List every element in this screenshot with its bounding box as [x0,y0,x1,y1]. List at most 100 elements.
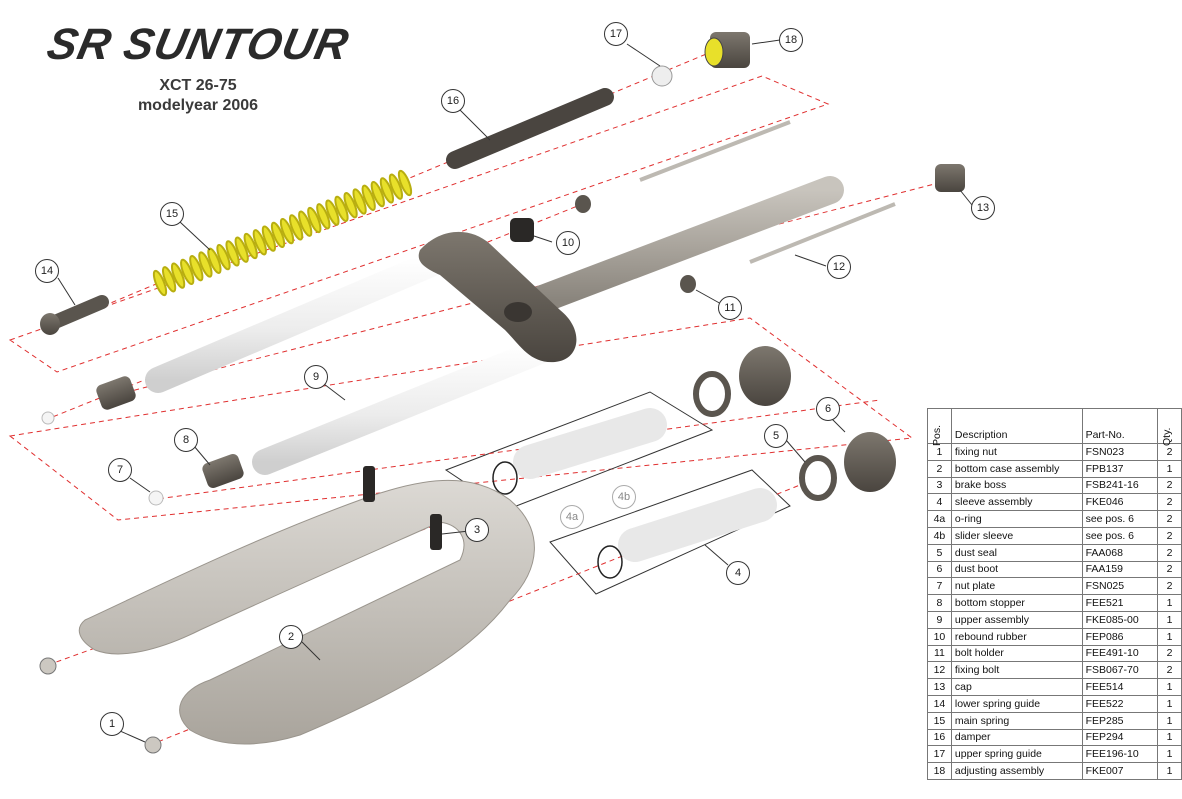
cell-qty: 1 [1157,610,1182,629]
rebound-rubber [510,218,534,242]
cell-part-no: see pos. 6 [1081,526,1159,545]
cell-description: upper assembly [950,610,1083,629]
cell-part-no: FKE085-00 [1081,610,1159,629]
cell-part-no: FEE522 [1081,694,1159,713]
cell-description: fixing nut [950,443,1083,461]
spring-coil [397,169,413,197]
cell-pos: 5 [927,543,952,562]
brand-logo-text: SR SUNTOUR [42,20,354,69]
cell-description: upper spring guide [950,745,1083,764]
dust-seal-upper [693,371,731,417]
spring-coil [388,173,404,200]
cell-qty: 2 [1157,560,1182,579]
cell-qty: 2 [1157,644,1182,663]
spring-coil [352,188,367,215]
callout-10: 10 [556,231,580,255]
spring-coil [334,195,349,223]
callout-2: 2 [279,625,303,649]
crown-bore [504,302,532,322]
spring-coil [243,232,258,260]
callout-9: 9 [304,365,328,389]
cell-qty: 1 [1157,762,1182,780]
cell-qty: 1 [1157,694,1182,713]
cell-qty: 1 [1157,678,1182,696]
cell-qty: 2 [1157,661,1182,680]
slider-sleeve-lower [618,488,777,562]
cell-qty: 2 [1157,476,1182,495]
fixing-nut-lower [144,736,162,754]
cell-description: slider sleeve [950,526,1083,545]
nut-plate-lower [148,490,164,506]
brake-boss-upper [363,466,375,502]
cell-part-no: FEE196-10 [1081,745,1159,764]
cell-part-no: FKE007 [1081,762,1159,780]
callout-15: 15 [160,202,184,226]
cell-pos: 7 [927,577,952,596]
spring-coil [361,184,376,211]
callout-11: 11 [718,296,742,320]
spring-coil [379,177,395,204]
cell-pos: 14 [927,694,952,713]
bottom-case [78,479,535,745]
callout-17: 17 [604,22,628,46]
cell-description: o-ring [950,510,1083,528]
spring-coil [198,251,213,278]
callout-14: 14 [35,259,59,283]
cell-description: bottom stopper [950,594,1083,612]
dust-boot-lower [844,432,896,492]
model-name: XCT 26-75 [159,77,237,94]
cell-pos: 1 [927,443,952,461]
cell-qty: 2 [1157,577,1182,596]
spring-coil [288,214,304,241]
spring-coil [307,206,322,234]
adjusting-assembly [704,32,750,68]
cell-pos: 8 [927,594,952,612]
callout-1: 1 [100,712,124,736]
cell-description: lower spring guide [950,694,1083,713]
header-part-no: Part-No. [1081,408,1159,444]
brand-logo: SR SUNTOUR [43,20,368,70]
callout-4b: 4b [612,485,636,509]
cell-description: bolt holder [950,644,1083,663]
assembly-outline-upper [8,75,914,521]
callout-12: 12 [827,255,851,279]
callout-7: 7 [108,458,132,482]
cell-description: cap [950,678,1083,696]
cell-pos: 4a [927,510,952,528]
o-ring-lower [597,545,623,579]
cell-part-no: FEE514 [1081,678,1159,696]
spring-coil [152,269,168,297]
cell-pos: 9 [927,610,952,629]
o-ring-upper [492,461,518,495]
fixing-bolt-bottom [749,202,896,264]
cell-part-no: FSB241-16 [1081,476,1159,495]
cell-pos: 2 [927,459,952,478]
cell-pos: 10 [927,627,952,646]
cell-pos: 4b [927,526,952,545]
cell-description: nut plate [950,577,1083,596]
callout-4: 4 [726,561,750,585]
cell-part-no: FSB067-70 [1081,661,1159,680]
fork-crown [418,231,577,363]
dust-boot-upper [739,346,791,406]
cell-qty: 2 [1157,526,1182,545]
spring-coil [370,180,385,208]
brake-boss-lower [430,514,442,550]
cell-description: sleeve assembly [950,493,1083,512]
main-spring [152,169,413,297]
cell-qty: 2 [1157,543,1182,562]
cell-qty: 2 [1157,510,1182,528]
